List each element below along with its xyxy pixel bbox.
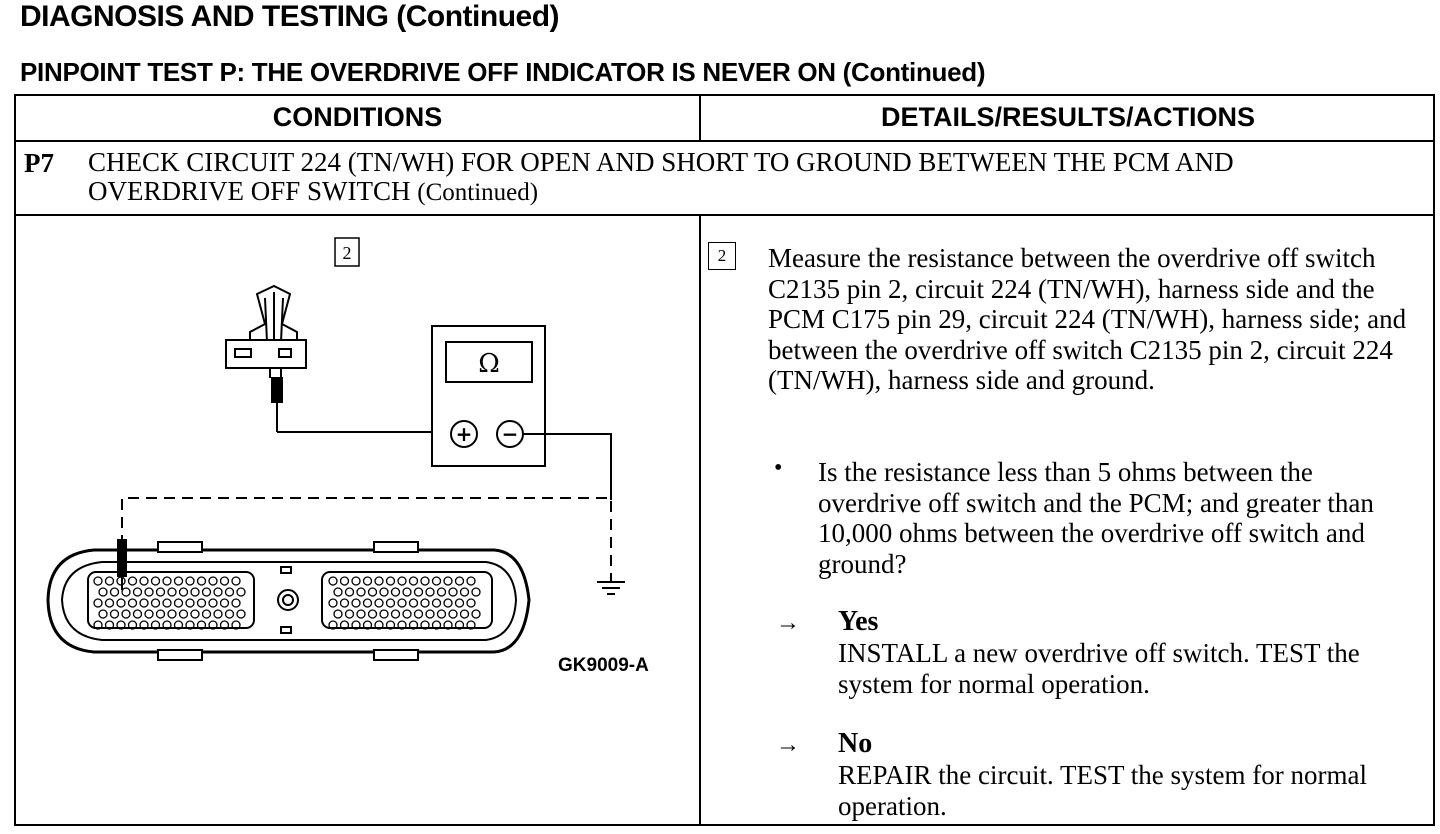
figure-id: GK9009-A xyxy=(558,655,649,676)
step-id: P7 xyxy=(24,148,54,178)
column-divider-body xyxy=(699,214,701,824)
pinpoint-test-table: CONDITIONS DETAILS/RESULTS/ACTIONS P7 CH… xyxy=(14,94,1435,826)
negative-terminal-label: − xyxy=(502,422,519,446)
yes-label: Yes xyxy=(838,606,879,637)
test-instruction: Measure the resistance between the overd… xyxy=(768,243,1407,395)
pcm-pin-field xyxy=(93,576,481,630)
ground-symbol-icon xyxy=(597,574,625,595)
no-action: REPAIR the circuit. TEST the system for … xyxy=(838,760,1367,821)
yes-action: INSTALL a new overdrive off switch. TEST… xyxy=(838,638,1360,699)
switch-probe-icon xyxy=(271,377,283,432)
no-label: No xyxy=(838,728,873,759)
step-title-text: CHECK CIRCUIT 224 (TN/WH) FOR OPEN AND S… xyxy=(88,147,1234,206)
circuit-test-diagram: 2 Ω + − GK9009-A xyxy=(46,237,649,676)
positive-terminal-label: + xyxy=(456,422,473,446)
header-divider xyxy=(16,140,1433,142)
diagram-callout: 2 xyxy=(343,243,352,263)
test-question: Is the resistance less than 5 ohms betwe… xyxy=(818,457,1374,579)
step-title-suffix: (Continued) xyxy=(417,179,539,206)
dashed-jumper-lead xyxy=(121,497,612,574)
page-title: DIAGNOSIS AND TESTING (Continued) xyxy=(20,0,560,33)
step-title: CHECK CIRCUIT 224 (TN/WH) FOR OPEN AND S… xyxy=(88,148,1388,207)
yes-arrow-icon: → xyxy=(776,610,800,636)
diagram-callout-box xyxy=(334,237,360,267)
pinpoint-test-title: PINPOINT TEST P: THE OVERDRIVE OFF INDIC… xyxy=(20,57,986,87)
no-arrow-icon: → xyxy=(776,732,800,758)
column-divider-header xyxy=(699,96,701,140)
ohmmeter-icon xyxy=(431,325,546,467)
conditions-column-header: CONDITIONS xyxy=(272,102,443,132)
step-divider xyxy=(16,214,1433,216)
pcm-connector-icon xyxy=(46,541,531,661)
negative-test-lead xyxy=(523,433,612,500)
overdrive-off-switch-icon xyxy=(225,284,307,378)
question-bullet: • xyxy=(774,455,783,481)
details-callout: 2 xyxy=(708,242,736,270)
ohm-symbol: Ω xyxy=(478,349,500,379)
pcm-probe-icon xyxy=(117,539,127,590)
actions-column-header: DETAILS/RESULTS/ACTIONS xyxy=(880,102,1255,132)
